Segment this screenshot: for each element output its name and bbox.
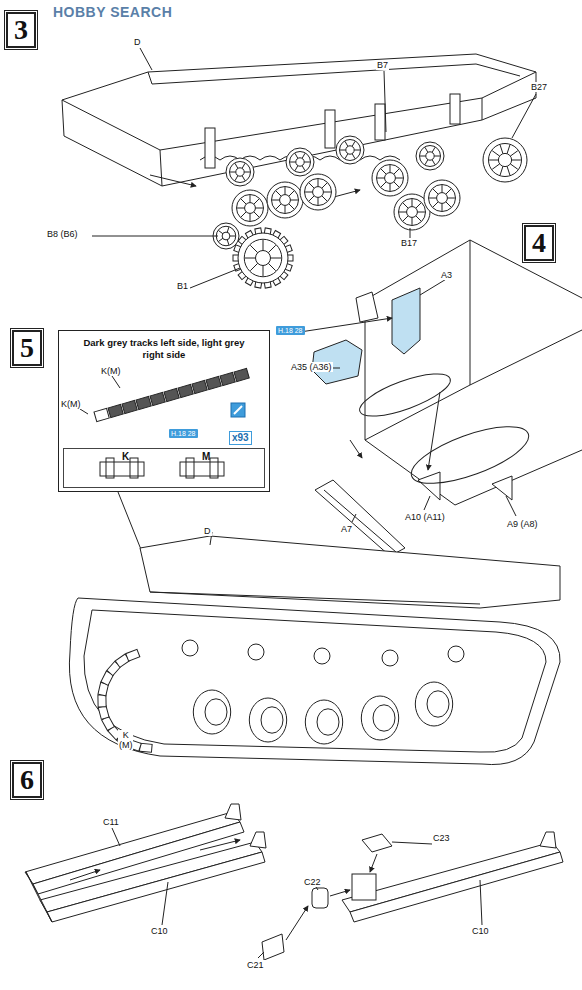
rails	[25, 804, 563, 960]
node-text: x93	[232, 432, 249, 443]
paint-code: H.18 28	[276, 326, 305, 335]
note-box: Dark grey tracks left side, light grey r…	[58, 330, 270, 492]
part-number: A3	[440, 270, 453, 280]
part-variant-box: KM	[63, 448, 265, 488]
step-number-text: 4	[532, 227, 546, 258]
part-number: K(M)	[60, 399, 82, 409]
part-number: B8 (B6)	[46, 229, 79, 239]
step-number: 6	[12, 762, 42, 798]
part-number: A9 (A8)	[506, 519, 539, 529]
step-number-text: 3	[14, 14, 28, 45]
part-number: K(M)	[100, 366, 122, 376]
part-number: C23	[432, 833, 451, 843]
node-text: K	[122, 451, 129, 462]
hull-with-tracks	[69, 532, 560, 765]
node-text: H.18 28	[171, 430, 196, 437]
node-text: M	[202, 451, 210, 462]
node-text: H.18 28	[278, 327, 303, 334]
part-number: C10	[150, 926, 169, 936]
part-number: C21	[246, 960, 265, 970]
step-number: 3	[6, 12, 36, 48]
step-number: 5	[12, 330, 42, 366]
paint-code: H.18 28	[169, 429, 198, 438]
part-number: C11	[102, 817, 120, 827]
rear-plate-assembly	[300, 240, 582, 556]
part-number: C10	[471, 926, 490, 936]
part-number: A10 (A11)	[404, 512, 446, 522]
road-wheels	[98, 640, 464, 752]
track-links	[94, 368, 249, 421]
part-number: C22	[303, 877, 322, 887]
step-number-text: 6	[20, 764, 34, 795]
road-wheels	[213, 136, 527, 288]
watermark: HOBBY SEARCH	[52, 4, 173, 20]
part-number: B27	[530, 82, 548, 92]
part-number: B7	[376, 60, 389, 70]
quantity-box: x93	[229, 431, 252, 445]
paint-icon	[231, 403, 245, 417]
part-number: B17	[400, 238, 418, 248]
hull-step3	[62, 54, 536, 198]
step-number-text: 5	[20, 332, 34, 363]
node-text: Dark grey tracks left side, light grey r…	[79, 337, 249, 361]
part-letter: D	[133, 37, 142, 47]
part-number: K (M)	[118, 730, 133, 750]
step-number: 4	[524, 225, 554, 261]
part-letter: D	[203, 526, 212, 536]
part-number: A35 (A36)	[290, 362, 333, 372]
part-number: B1	[176, 281, 189, 291]
part-number: A7	[340, 524, 353, 534]
